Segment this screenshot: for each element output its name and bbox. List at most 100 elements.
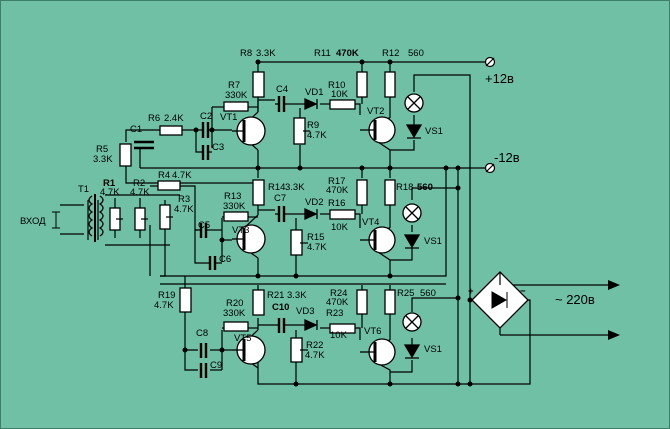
vs1-label-2: VS1 (424, 236, 442, 247)
r8-label: R8 (240, 48, 252, 59)
capacitor-c1 (134, 140, 154, 150)
c10-label: C10 (272, 302, 289, 313)
r20-label: R20 (226, 298, 243, 309)
lamps (402, 93, 424, 332)
r25-value: 560 (420, 288, 436, 299)
r9-label: R9 (307, 120, 319, 131)
minus-12-label: -12в (494, 150, 520, 165)
r3-value: 4.7K (174, 204, 194, 215)
r13-label: R13 (224, 191, 241, 202)
r16-value: 10K (331, 222, 349, 233)
r15-value: 4.7K (307, 242, 327, 253)
resistor-r10 (329, 99, 356, 110)
capacitor-c9 (199, 363, 208, 378)
thyristor-vs1-c (403, 344, 421, 359)
vd1-label: VD1 (305, 87, 323, 98)
resistor-r8 (252, 71, 265, 98)
c8-label: C8 (196, 328, 208, 339)
ac-label: ~ 220в (555, 292, 595, 307)
r20-value: 330K (223, 308, 246, 319)
resistor-r12 (384, 71, 396, 98)
r6-label: R6 (148, 113, 160, 124)
diode-vd2 (304, 207, 318, 221)
r13-value: 330K (223, 201, 246, 212)
transistors (232, 116, 396, 366)
diode-vd1 (304, 97, 318, 111)
resistor-r24 (356, 289, 368, 315)
r14-label: R14 (268, 182, 285, 193)
r4-value: 4.7K (172, 170, 192, 181)
labels: +12в -12в ~ 220в + − ВХОД T1 R5 3.3K C1 … (20, 48, 595, 371)
r24-label: R24 (330, 288, 347, 299)
r22-label: R22 (306, 340, 323, 351)
r18-label: R18 (396, 182, 413, 193)
r18-value: 560 (417, 182, 433, 193)
resistor-r14 (252, 179, 265, 206)
transistor-vt2 (360, 116, 396, 144)
r7-value: 330K (225, 90, 248, 101)
r5-label: R5 (96, 144, 108, 155)
supply-terminals (484, 56, 496, 174)
lamp-1 (404, 93, 424, 113)
thyristor-vs1-a (405, 124, 423, 139)
r24-value: 470K (326, 297, 349, 308)
resistor-r21 (252, 289, 265, 316)
vd3-label: VD3 (296, 306, 314, 317)
vt3-label: VT3 (232, 225, 249, 236)
c1-label: C1 (130, 124, 142, 135)
r21-label: R21 (267, 290, 284, 301)
resistor-r18 (384, 179, 396, 206)
resistor-r13 (223, 211, 249, 222)
transistor-vt1 (232, 116, 266, 146)
resistor-r11 (356, 71, 368, 98)
thyristors (403, 124, 423, 359)
r2-value: 4.7K (130, 187, 150, 198)
vs1-label-1: VS1 (425, 126, 443, 137)
r19-label: R19 (158, 290, 175, 301)
vt1-label: VT1 (220, 112, 237, 123)
r10-label: R10 (328, 80, 345, 91)
r4-label: R4 (158, 170, 170, 181)
junctions (182, 59, 473, 387)
transistor-vt6 (360, 338, 396, 366)
r22-value: 4.7K (305, 350, 325, 361)
pot-wipers (116, 130, 310, 351)
diodes (304, 97, 318, 332)
r5-value: 3.3K (93, 154, 113, 165)
thyristor-vs1-b (403, 234, 421, 249)
vd2-label: VD2 (305, 197, 323, 208)
r12-label: R12 (382, 48, 399, 59)
r1-label: R1 (103, 178, 116, 189)
resistor-r19 (179, 287, 192, 313)
lamp-2 (402, 203, 422, 223)
resistor-r17 (356, 179, 368, 206)
vs1-label-3: VS1 (424, 344, 442, 355)
c2-label: C2 (200, 111, 212, 122)
capacitor-leads (194, 103, 288, 326)
c9-label: C9 (210, 360, 222, 371)
bridge-minus-sign: − (520, 286, 526, 297)
c5-label: C5 (198, 220, 210, 231)
r23-value: 10K (330, 330, 348, 341)
resistor-r20 (223, 321, 249, 332)
t1-label: T1 (78, 184, 89, 195)
transistor-vt4 (360, 226, 396, 254)
r7-label: R7 (228, 80, 240, 91)
r16-label: R16 (328, 198, 345, 209)
resistor-r7 (223, 101, 249, 112)
c6-label: C6 (219, 254, 231, 265)
resistors (109, 71, 396, 363)
r9-value: 4.7K (307, 130, 327, 141)
vt2-label: VT2 (367, 106, 384, 117)
bridge-plus-vertical (257, 300, 471, 385)
transistor-vt5 (232, 335, 266, 365)
r1-value: 4.7K (100, 187, 120, 198)
c7-label: C7 (274, 193, 286, 204)
r21-value: 3.3K (287, 290, 307, 301)
r17-value: 470K (326, 185, 349, 196)
c3-label: C3 (212, 142, 224, 153)
r2-label: R2 (133, 178, 145, 189)
r8-value: 3.3K (256, 48, 276, 59)
r25-label: R25 (397, 288, 414, 299)
